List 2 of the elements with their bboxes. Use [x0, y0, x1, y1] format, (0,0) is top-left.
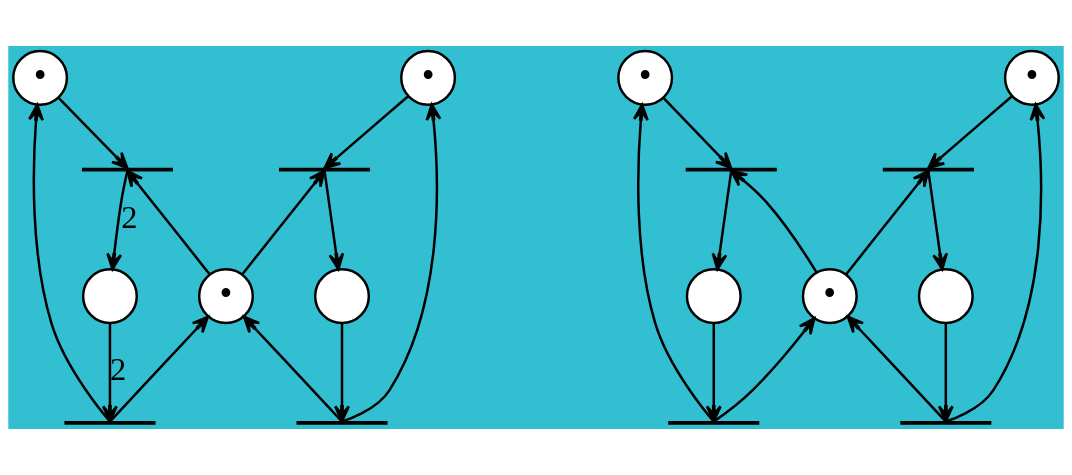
- edge-label: 2: [121, 198, 138, 235]
- edge-label: 2: [109, 351, 127, 388]
